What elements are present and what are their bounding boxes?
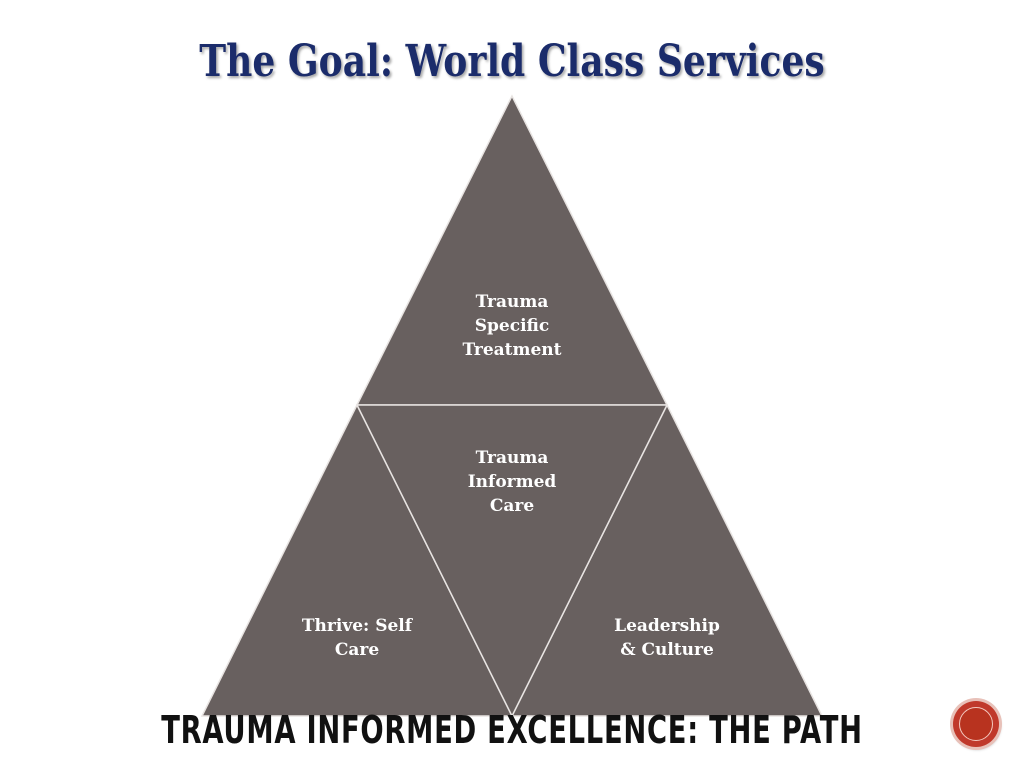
- label-bottom-left-line: Thrive: Self Care: [301, 616, 413, 660]
- label-top-line: Trauma Specific Treatment: [462, 292, 562, 360]
- circle-icon[interactable]: [953, 701, 999, 747]
- circle-icon-inner: [959, 707, 993, 741]
- label-top-section: Trauma Specific Treatment: [432, 290, 592, 362]
- label-center-section: Trauma Informed Care: [432, 446, 592, 518]
- label-center-line: Trauma Informed Care: [467, 448, 557, 516]
- slide-footer: TRAUMA INFORMED EXCELLENCE: THE PATH: [161, 708, 863, 752]
- triangle-center-section: [355, 404, 669, 718]
- label-bottom-left-section: Thrive: Self Care: [272, 614, 442, 662]
- label-bottom-right-line: Leadership & Culture: [614, 616, 720, 660]
- label-bottom-right-section: Leadership & Culture: [582, 614, 752, 662]
- slide-title: The Goal: World Class Services: [199, 36, 825, 87]
